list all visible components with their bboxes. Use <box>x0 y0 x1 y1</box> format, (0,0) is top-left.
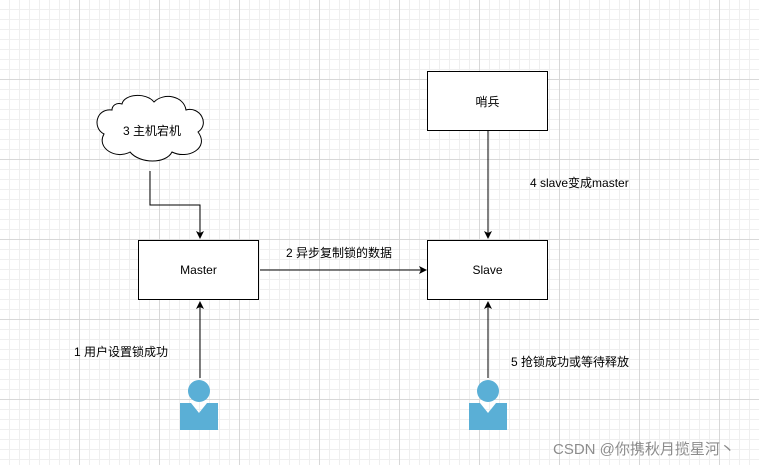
edge-label-master-to-slave: 2 异步复制锁的数据 <box>286 246 393 260</box>
edge-cloud-to-master <box>149 171 204 239</box>
slave-node: Slave <box>427 240 548 300</box>
sentinel-node: 哨兵 <box>427 71 548 131</box>
cloud-label: 3 主机宕机 <box>122 123 181 138</box>
sentinel-label: 哨兵 <box>475 94 500 109</box>
cloud-shape <box>96 95 204 162</box>
user-icon <box>469 380 507 430</box>
master-label: Master <box>180 263 217 277</box>
edge-label-user1: 1 用户设置锁成功 <box>74 345 169 359</box>
watermark: CSDN @你携秋月揽星河丶 <box>553 441 735 458</box>
edge-label-user2: 5 抢锁成功或等待释放 <box>511 355 630 369</box>
edge-label-sentinel-to-slave: 4 slave变成master <box>530 176 629 190</box>
user-icon <box>180 380 218 430</box>
master-node: Master <box>138 240 259 300</box>
slave-label: Slave <box>472 263 503 277</box>
